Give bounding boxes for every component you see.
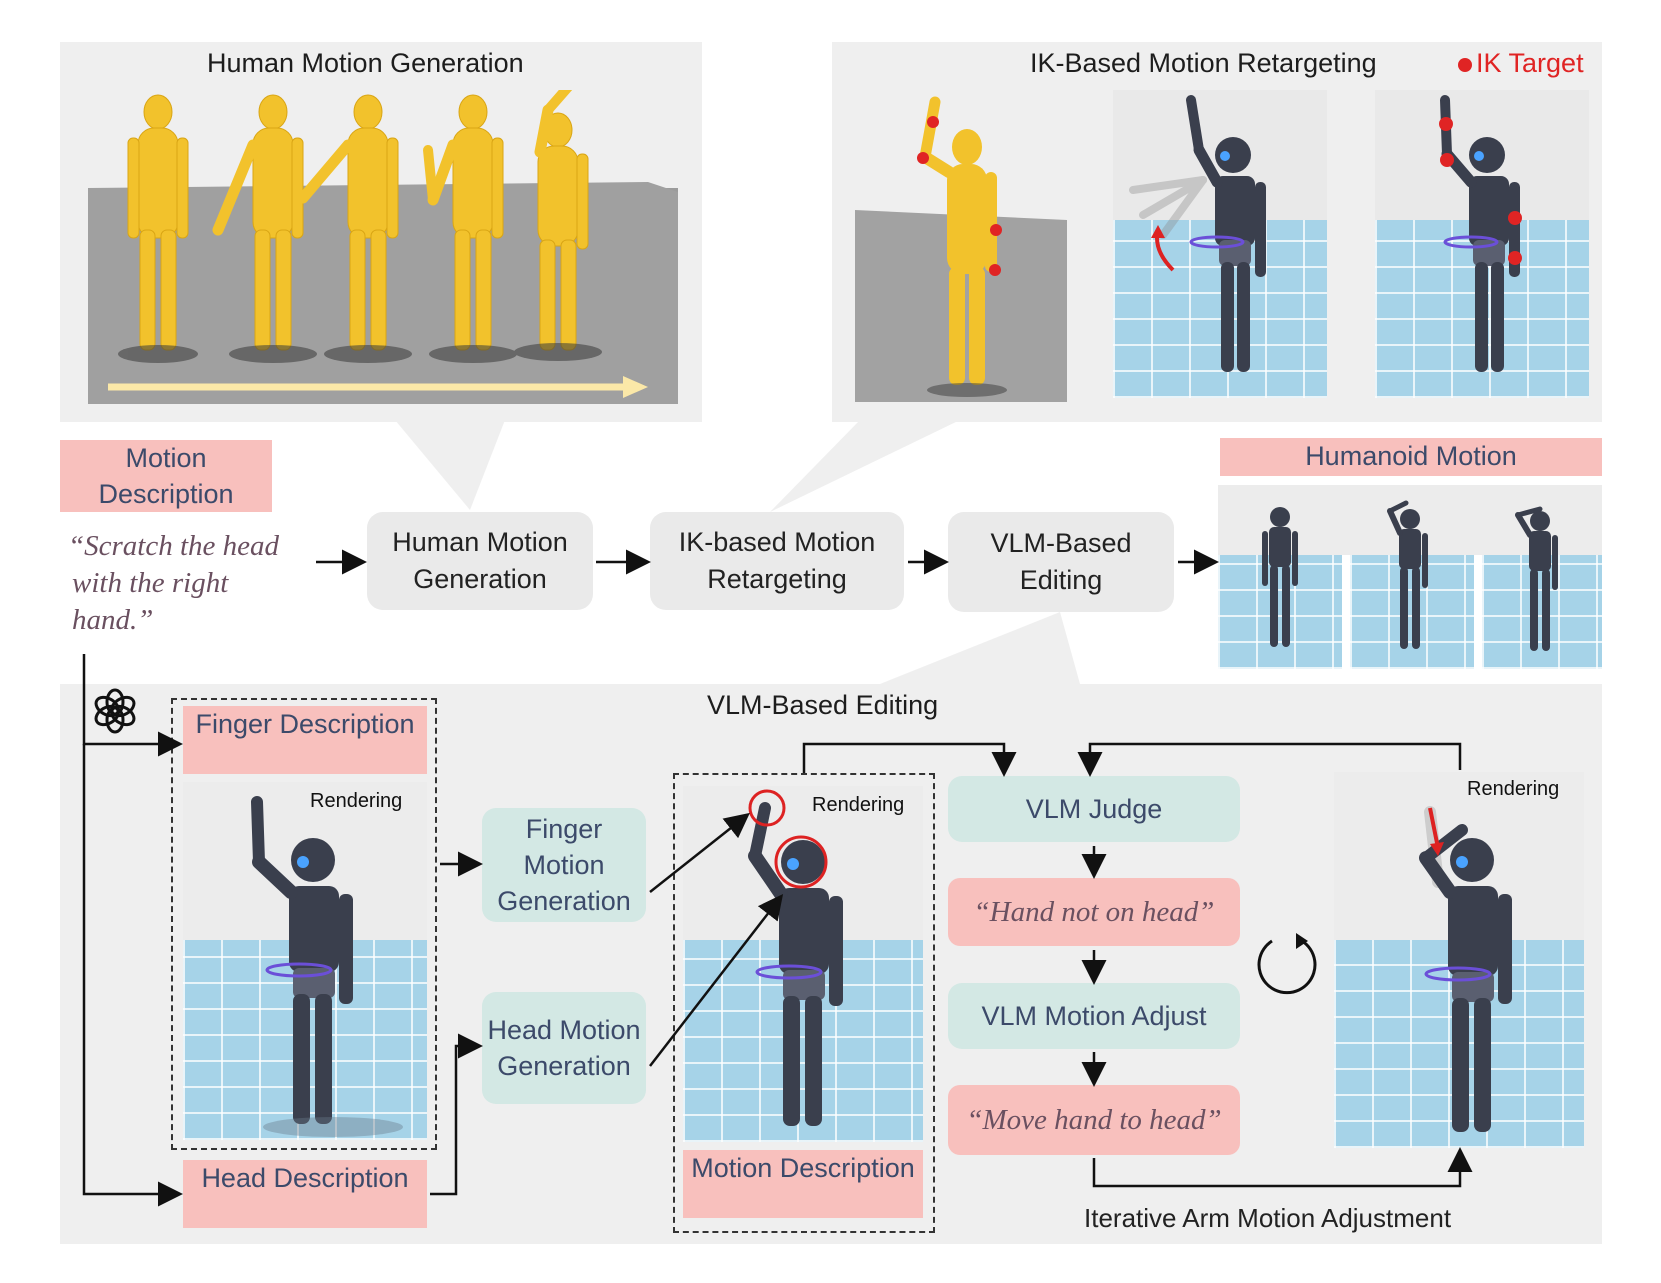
humanoid-motion-label: Humanoid Motion — [1220, 438, 1602, 476]
robot-retarget-after-figure — [1439, 95, 1522, 372]
finger-motion-generation-box: Finger Motion Generation — [482, 808, 646, 922]
ik-target-dot-icon — [1458, 57, 1472, 72]
finger-highlight-circle — [748, 789, 786, 827]
human-ik-pose-image — [855, 96, 1067, 402]
vlm-editing-step: VLM-Based Editing — [948, 512, 1174, 612]
prompt-line-1: “Scratch the head — [68, 530, 280, 562]
robot-retarget-before-figure — [1129, 95, 1266, 372]
prompt-line-3: hand.” — [72, 604, 154, 636]
vlm-motion-adjust-box: VLM Motion Adjust — [948, 983, 1240, 1049]
ik-target-legend: IK Target — [1458, 48, 1584, 79]
openai-logo-icon — [94, 688, 136, 734]
ik-target-label: IK Target — [1476, 48, 1584, 78]
rendering-label-1: Rendering — [310, 790, 403, 812]
motion-description-label: Motion Description — [60, 440, 272, 512]
human-figures — [127, 90, 589, 351]
judge-feedback-box: “Hand not on head” — [948, 878, 1240, 946]
head-description-label: Head Description — [183, 1160, 427, 1228]
human-motion-sequence-image — [88, 90, 678, 404]
ik-retargeting-step: IK-based Motion Retargeting — [650, 512, 904, 610]
combined-rendering-robot — [748, 789, 843, 1126]
human-motion-generation-title: Human Motion Generation — [207, 48, 524, 78]
rendering-label-3: Rendering — [1467, 778, 1560, 800]
ik-retargeting-title: IK-Based Motion Retargeting — [1030, 48, 1377, 78]
adjust-instruction-box: “Move hand to head” — [948, 1085, 1240, 1155]
vlm-judge-box: VLM Judge — [948, 776, 1240, 842]
finger-rendering-robot — [251, 796, 403, 1137]
head-highlight-circle — [774, 835, 828, 889]
prompt-line-2: with the right — [72, 567, 229, 599]
rendering-label-2: Rendering — [812, 794, 905, 816]
head-motion-generation-box: Head Motion Generation — [482, 992, 646, 1104]
motion-description-output: Motion Description — [683, 1150, 923, 1218]
iteration-caption: Iterative Arm Motion Adjustment — [1084, 1203, 1452, 1233]
refresh-loop-icon — [1257, 933, 1317, 995]
adjusted-rendering-robot — [1419, 806, 1512, 1132]
vlm-editing-title: VLM-Based Editing — [707, 690, 939, 720]
finger-description-label: Finger Description — [183, 706, 427, 774]
humanoid-motion-robots — [1218, 485, 1602, 651]
human-motion-generation-step: Human Motion Generation — [367, 512, 593, 610]
